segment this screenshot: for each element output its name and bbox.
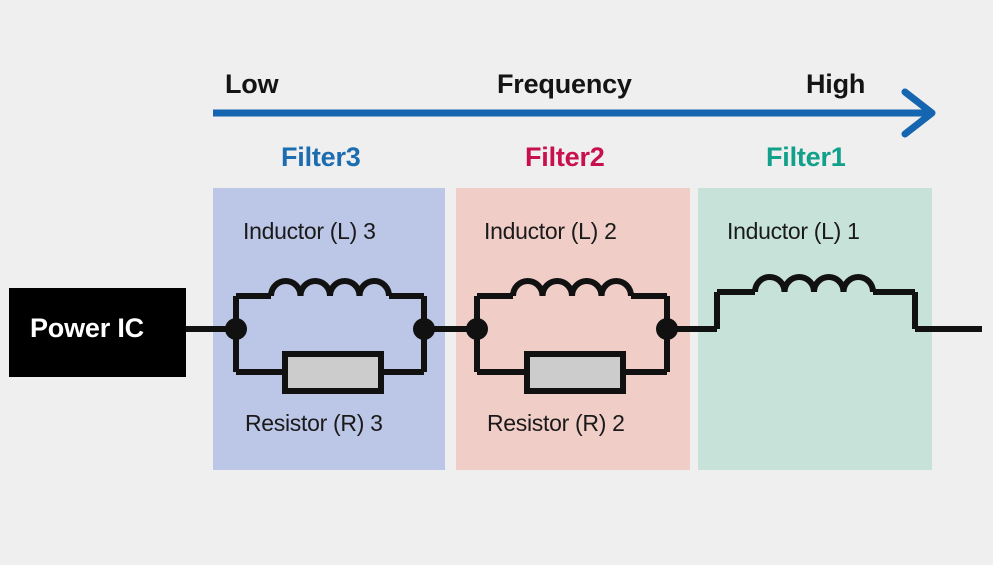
axis-label-low: Low (225, 69, 279, 99)
power-ic-label: Power IC (30, 313, 144, 343)
filter3-panel (213, 188, 445, 470)
filter1-title: Filter1 (766, 142, 846, 172)
junction-node (225, 318, 247, 340)
junction-node (466, 318, 488, 340)
filter2-title: Filter2 (525, 142, 605, 172)
resistor-2-body (524, 351, 626, 394)
resistor-3-label: Resistor (R) 3 (245, 410, 383, 436)
inductor-2-label: Inductor (L) 2 (484, 218, 617, 244)
inductor-3-coil (268, 278, 392, 297)
filter1-panel (698, 188, 932, 470)
junction-node (656, 318, 678, 340)
inductor-3-label: Inductor (L) 3 (243, 218, 376, 244)
axis-label-frequency: Frequency (497, 69, 632, 99)
resistor-3-body (282, 351, 384, 394)
inductor-1-coil (752, 274, 876, 293)
arrow-head-icon (901, 88, 936, 138)
axis-label-high: High (806, 69, 866, 99)
inductor-1-label: Inductor (L) 1 (727, 218, 860, 244)
filter3-title: Filter3 (281, 142, 361, 172)
power-ic-block (9, 288, 186, 377)
frequency-arrow (213, 88, 936, 138)
filter2-panel (456, 188, 690, 470)
inductor-2-coil (510, 278, 634, 297)
junction-node (413, 318, 435, 340)
resistor-2-label: Resistor (R) 2 (487, 410, 625, 436)
